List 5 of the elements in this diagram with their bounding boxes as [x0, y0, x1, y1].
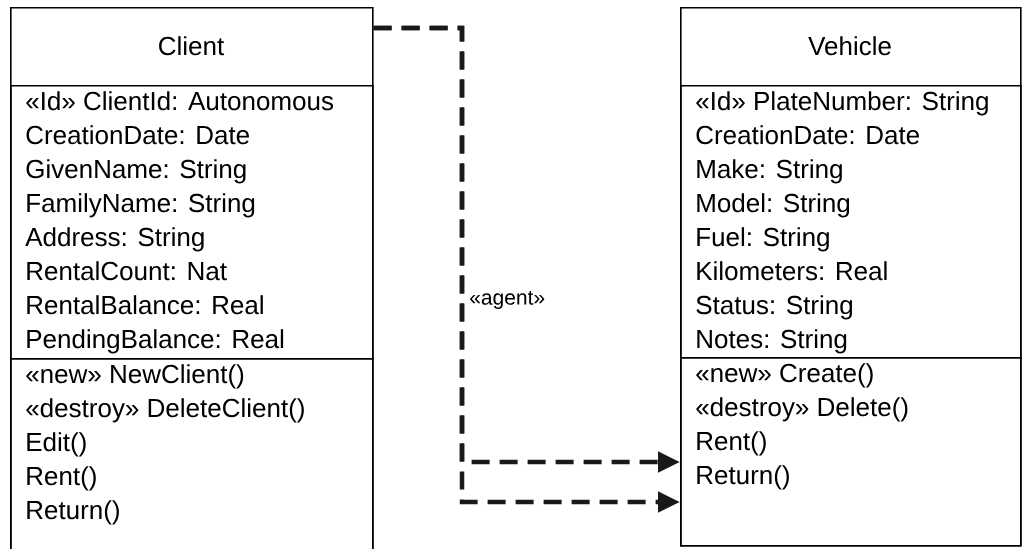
edge-label: «agent» [468, 290, 547, 310]
operation-compartment: «new» Create() «destroy» Delete() Rent() Return() [680, 357, 1022, 547]
operation-compartment: «new» NewClient() «destroy» DeleteClient() Edit() Rent() Return() [10, 358, 374, 549]
attribute-compartment: «Id» PlateNumber: String CreationDate: Date Make: String Model: String Fuel: String Kilometers: Real Status: String Notes: String [680, 85, 1022, 359]
attribute-compartment: «Id» ClientId: Autonomous CreationDate: Date GivenName: String FamilyName: String Address: String RentalCount: Nat RentalBalance: Real PendingBalance: Real [10, 85, 374, 360]
